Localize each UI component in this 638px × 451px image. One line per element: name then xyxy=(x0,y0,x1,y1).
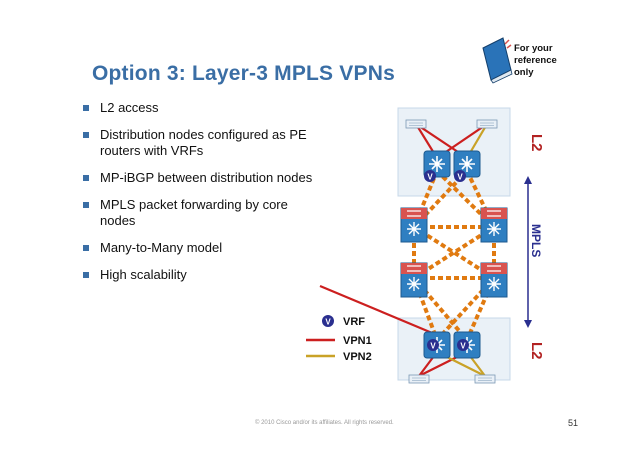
vrf-badge-icon: V xyxy=(424,170,436,182)
vrf-badge-letter: V xyxy=(430,342,436,351)
vrf-badge-letter: V xyxy=(457,173,463,182)
layer-scale: L2 MPLS L2 xyxy=(524,134,545,360)
bottom-layer-label: L2 xyxy=(528,342,545,360)
page-number: 51 xyxy=(568,418,579,428)
mpls-layer-label: MPLS xyxy=(529,224,543,257)
bullet-text: Distribution nodes configured as PE rout… xyxy=(100,127,307,158)
bullet-marker xyxy=(83,202,89,208)
copyright-footer: © 2010 Cisco and/or its affiliates. All … xyxy=(255,420,394,426)
legend-vpn1-label: VPN1 xyxy=(343,335,372,347)
reference-note: For your reference only xyxy=(514,43,557,78)
bullet-item: High scalability xyxy=(80,267,320,283)
legend-vrf-label: VRF xyxy=(343,316,365,328)
slide-title: Option 3: Layer-3 MPLS VPNs xyxy=(92,62,395,85)
vrf-badge-icon xyxy=(322,315,334,327)
legend: V VRF VPN1 VPN2 xyxy=(306,315,372,363)
book-icon xyxy=(482,37,513,84)
bullet-text: L2 access xyxy=(100,100,159,115)
bullet-text: MPLS packet forwarding by core nodes xyxy=(100,197,288,228)
bullet-text: Many-to-Many model xyxy=(100,240,223,255)
router-icon xyxy=(400,207,428,243)
router-icon xyxy=(480,262,508,298)
vrf-badge-letter: V xyxy=(427,173,433,182)
bullet-item: Many-to-Many model xyxy=(80,240,320,256)
router-icon xyxy=(480,207,508,243)
bullet-marker xyxy=(83,132,89,138)
top-layer-label: L2 xyxy=(528,134,545,152)
legend-vpn2-label: VPN2 xyxy=(343,351,372,363)
bullet-item: MPLS packet forwarding by core nodes xyxy=(80,197,320,229)
legend-vrf-badge-letter: V xyxy=(325,318,331,327)
bullet-item: MP-iBGP between distribution nodes xyxy=(80,170,320,186)
bullet-text: High scalability xyxy=(100,267,187,282)
access-switch-top-right xyxy=(476,119,498,129)
bullet-marker xyxy=(83,175,89,181)
bullet-item: Distribution nodes configured as PE rout… xyxy=(80,127,320,159)
vrf-badge-icon: V xyxy=(427,339,439,351)
bullet-text: MP-iBGP between distribution nodes xyxy=(100,170,313,185)
access-switch-top-left xyxy=(405,119,427,129)
access-switch-bottom-left xyxy=(408,374,430,384)
bullet-list: L2 access Distribution nodes configured … xyxy=(80,100,320,294)
router-icon xyxy=(400,262,428,298)
bullet-marker xyxy=(83,245,89,251)
vrf-badge-icon: V xyxy=(457,339,469,351)
bullet-marker xyxy=(83,105,89,111)
vrf-badge-icon: V xyxy=(454,170,466,182)
bullet-item: L2 access xyxy=(80,100,320,116)
bullet-marker xyxy=(83,272,89,278)
vrf-badge-letter: V xyxy=(460,342,466,351)
access-switch-bottom-right xyxy=(474,374,496,384)
